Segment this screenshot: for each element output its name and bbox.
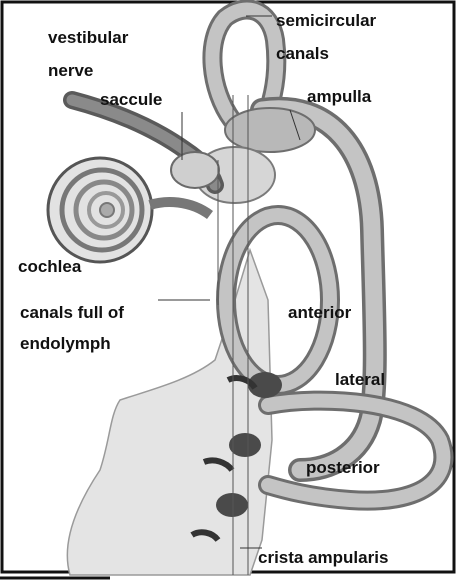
ampulla-posterior-bulb — [216, 493, 248, 517]
label-cochlea: cochlea — [18, 256, 81, 277]
label-canals-full-line2: endolymph — [20, 333, 111, 354]
label-vestibular-line2: nerve — [48, 60, 93, 81]
label-posterior: posterior — [306, 457, 380, 478]
label-crista-ampularis: crista ampularis — [258, 547, 388, 568]
label-saccule: saccule — [100, 89, 162, 110]
label-canals-full-line1: canals full of — [20, 302, 124, 323]
label-anterior: anterior — [288, 302, 351, 323]
label-lateral: lateral — [335, 369, 385, 390]
label-semicircular-line2: canals — [276, 43, 329, 64]
ampulla-lateral-bulb — [229, 433, 261, 457]
ampulla-bulge — [225, 108, 315, 152]
posterior-canal-inner — [262, 109, 375, 470]
saccule-sac — [171, 152, 219, 188]
label-semicircular-line1: semicircular — [276, 10, 376, 31]
vestibule-body — [67, 250, 272, 575]
label-vestibular-line1: vestibular — [48, 27, 128, 48]
label-ampulla: ampulla — [307, 86, 371, 107]
